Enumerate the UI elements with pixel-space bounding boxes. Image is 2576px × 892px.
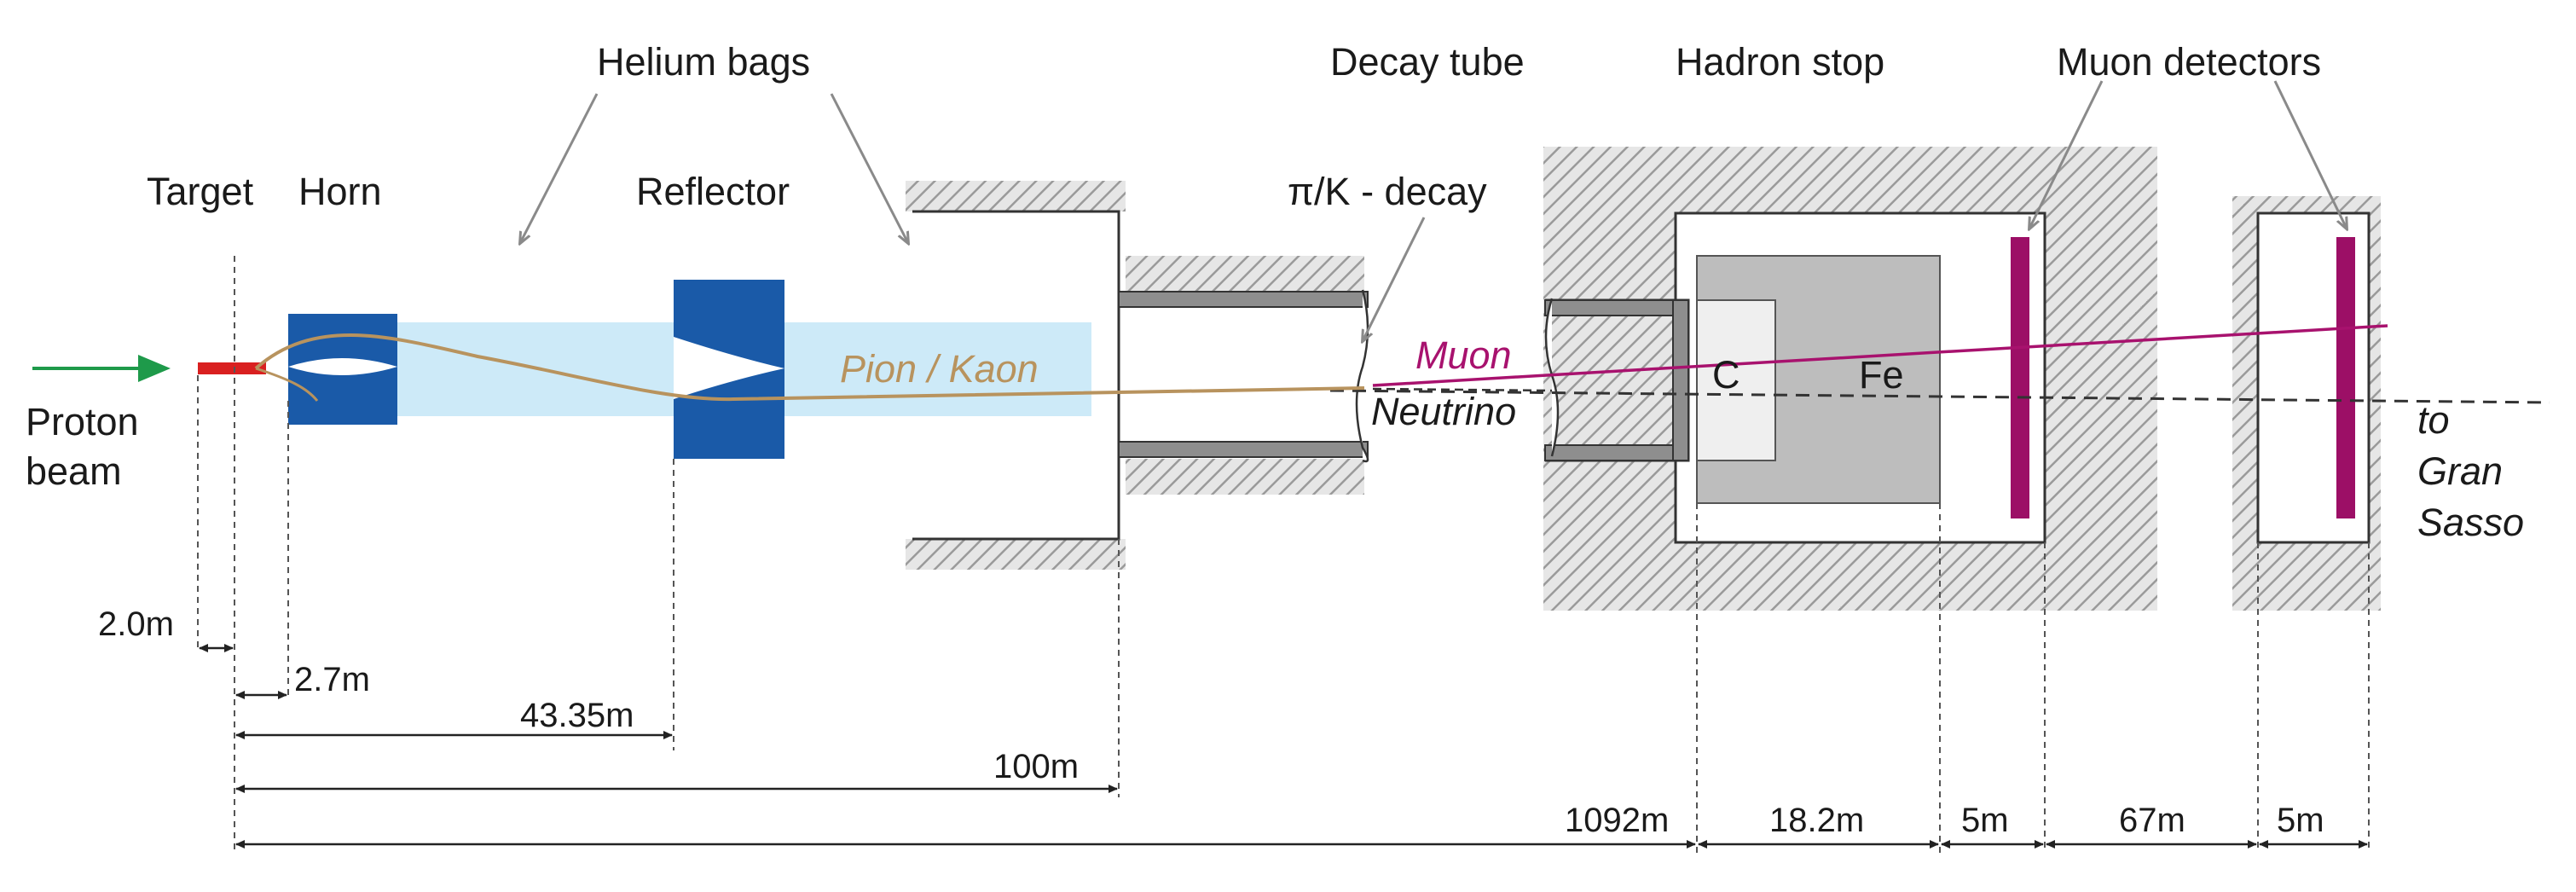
dimension-lines: [199, 644, 2368, 849]
dim-gap-1: 5m: [1961, 802, 2009, 839]
hadron-stop-label: Hadron stop: [1676, 40, 1884, 84]
dim-decay-length: 1092m: [1565, 802, 1669, 839]
decay-chamber-shielding-upper: [906, 181, 1364, 292]
label-pointers: [520, 80, 2347, 341]
reflector-label: Reflector: [636, 170, 790, 213]
iron-label: Fe: [1859, 353, 1904, 397]
pion-kaon-label: Pion / Kaon: [840, 347, 1039, 391]
helium-bags-label: Helium bags: [597, 40, 810, 84]
horn: [288, 314, 397, 425]
dim-target-decay-tube: 100m: [993, 748, 1079, 785]
dim-target-offset: 2.0m: [98, 605, 174, 643]
muon-chamber-shielding: [2232, 196, 2381, 611]
dim-target-horn: 2.7m: [294, 661, 370, 698]
decay-chamber-shielding-lower: [906, 459, 1364, 570]
beam-axis: [1329, 389, 2550, 404]
muon-track: [1372, 324, 2388, 387]
decay-tube-label: Decay tube: [1330, 40, 1525, 84]
pi-k-decay-label: π/K - decay: [1288, 170, 1487, 213]
dim-hadron-stop: 18.2m: [1769, 802, 1864, 839]
target-rod: [198, 362, 266, 374]
dim-gap-3: 5m: [2277, 802, 2324, 839]
hadron-stop-shielding: [1543, 147, 2157, 611]
muon-detector-2: [2336, 237, 2355, 518]
neutrino-track: [1372, 387, 1553, 392]
destination-label-line1: to: [2417, 398, 2450, 442]
muon-detector-1: [2011, 237, 2029, 518]
target-label: Target: [147, 170, 254, 213]
proton-beam-label-line1: Proton: [26, 400, 139, 443]
destination-label-line3: Sasso: [2417, 501, 2524, 544]
muon-detectors-label: Muon detectors: [2057, 40, 2321, 84]
destination-label-line2: Gran: [2417, 449, 2503, 493]
pion-kaon-track: [254, 333, 1365, 402]
pion-kaon-track-lower: [255, 367, 319, 402]
dim-target-reflector: 43.35m: [520, 697, 634, 734]
carbon-block: [1696, 299, 1776, 461]
proton-beam-arrow: [32, 355, 171, 382]
horn-label: Horn: [298, 170, 382, 213]
reference-lines: [197, 256, 2370, 853]
carbon-label: C: [1712, 353, 1740, 397]
neutrino-label: Neutrino: [1371, 390, 1516, 433]
muon-label: Muon: [1415, 333, 1512, 377]
proton-beam-label-line2: beam: [26, 449, 122, 493]
reflector: [674, 280, 784, 459]
helium-bag-2: [776, 322, 1091, 416]
dim-gap-2: 67m: [2119, 802, 2185, 839]
